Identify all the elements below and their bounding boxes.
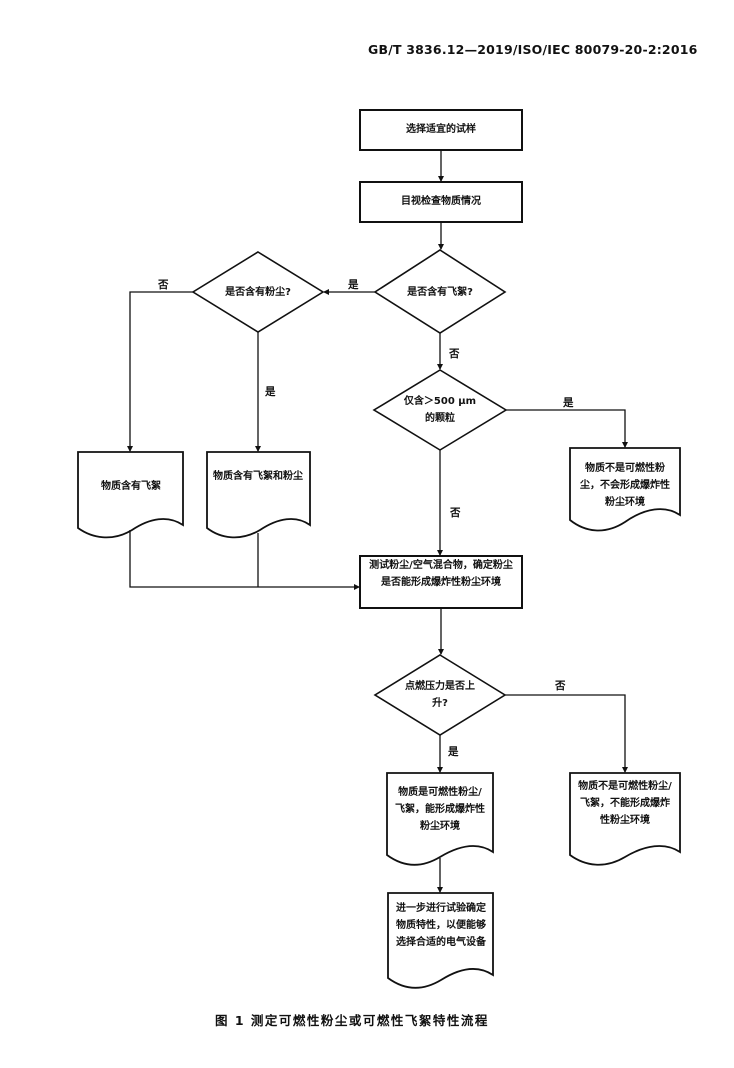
text-fibers-and-dust: 物质含有飞絮和粉尘 (213, 471, 303, 482)
edge-fibers-only-merge (129, 530, 360, 590)
label-no-large: 否 (450, 507, 461, 519)
figure-caption: 图 1 测定可燃性粉尘或可燃性飞絮特性流程 (215, 1013, 489, 1028)
text-not-combustible-dust: 物质不是可燃性粉尘，不会形成爆炸性粉尘环境 (580, 463, 670, 508)
node-not-combustible-dust (569, 447, 681, 532)
text-not-combustible-fibers: 物质不是可燃性粉尘/飞絮，不能形成爆炸性粉尘环境 (578, 781, 672, 826)
label-no-fibers: 否 (449, 348, 460, 360)
text-select-sample: 选择适宜的试样 (406, 124, 476, 135)
edge-dust-q-no (127, 291, 193, 452)
text-is-combustible: 物质是可燃性粉尘/飞絮，能形成爆炸性粉尘环境 (395, 787, 485, 832)
edge-large-q-yes (506, 409, 628, 448)
node-not-combustible-fibers (569, 772, 681, 866)
label-yes-large: 是 (563, 397, 574, 409)
node-fibers-and-dust (206, 451, 311, 539)
text-large-particles-q: 仅含＞500 μm 的颗粒 (403, 396, 477, 424)
node-further-testing (387, 892, 494, 989)
text-further-testing: 进一步进行试验确定物质特性，以便能够选择合适的电气设备 (396, 903, 486, 948)
node-is-combustible (386, 772, 494, 866)
label-yes-fibers: 是 (348, 279, 359, 291)
node-fibers-only (77, 451, 184, 539)
text-visual-check: 目视检查物质情况 (401, 196, 481, 207)
edge-pressure-q-no (505, 694, 628, 773)
label-no-dust: 否 (158, 279, 169, 291)
text-contains-fibers-q: 是否含有飞絮? (407, 287, 473, 298)
label-yes-dust: 是 (265, 386, 276, 398)
label-yes-pressure: 是 (448, 746, 459, 758)
label-no-pressure: 否 (555, 680, 566, 692)
text-test-mixture: 测试粉尘/空气混合物，确定粉尘是否能形成爆炸性粉尘环境 (369, 560, 513, 588)
text-pressure-rise-q: 点燃压力是否上升? (405, 681, 475, 709)
standard-header: GB/T 3836.12—2019/ISO/IEC 80079-20-2:201… (368, 42, 698, 57)
text-fibers-only: 物质含有飞絮 (101, 481, 161, 492)
text-contains-dust-q: 是否含有粉尘? (225, 287, 291, 298)
